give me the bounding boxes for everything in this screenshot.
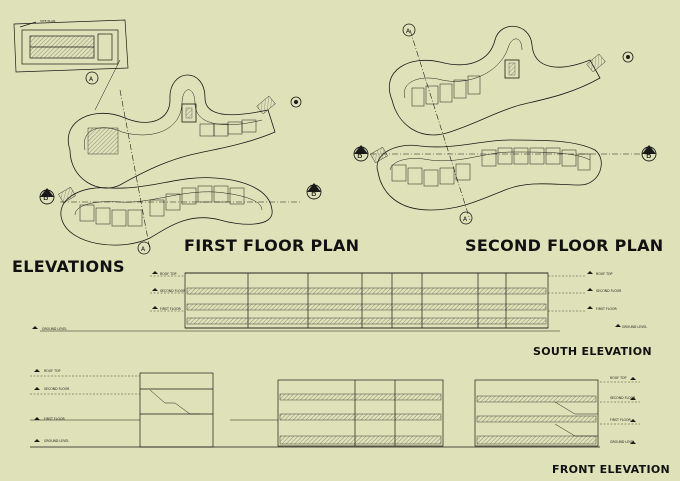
level-roof-top: ROOF TOP — [160, 272, 177, 276]
marker-label: B' — [357, 151, 365, 160]
first-floor-plan-title: FIRST FLOOR PLAN — [184, 236, 360, 255]
marker-label: B — [311, 189, 317, 198]
level-roof-top-front-right: ROOF TOP — [610, 376, 627, 380]
level-second-floor-front: SECOND FLOOR — [44, 387, 70, 391]
marker-label: A — [141, 246, 146, 253]
marker-label: A — [89, 76, 94, 83]
level-ground-right: GROUND LEVEL — [622, 325, 647, 329]
section-marker-a-first-bottom: A — [137, 241, 151, 255]
south-elevation-title: SOUTH ELEVATION — [533, 345, 652, 358]
site-plan-label: SITE PLAN — [40, 19, 55, 23]
second-floor-plan — [370, 25, 650, 221]
level-ground-front-right: GROUND LEVEL — [610, 440, 635, 444]
second-floor-plan-title: SECOND FLOOR PLAN — [465, 236, 664, 255]
section-marker-a-second: A — [402, 23, 416, 37]
front-elevation — [30, 372, 640, 448]
level-roof-top-right: ROOF TOP — [596, 272, 613, 276]
north-arrow-icon — [622, 51, 634, 63]
level-roof-top-front: ROOF TOP — [44, 369, 61, 373]
level-ground: GROUND LEVEL — [42, 327, 67, 331]
level-first-floor-front-right: FIRST FLOOR — [610, 418, 631, 422]
level-first-floor-front: FIRST FLOOR — [44, 417, 65, 421]
section-marker-b-second: B — [641, 145, 657, 162]
site-plan-inset: SITE PLAN — [13, 19, 129, 73]
first-floor-plan — [58, 59, 300, 251]
section-marker-b-prime-first: B' — [39, 188, 55, 205]
section-marker-b-prime-second: B' — [353, 145, 369, 162]
section-marker-a-second-bottom: A — [459, 211, 473, 225]
front-elevation-level-markers: ROOF TOP SECOND FLOOR FIRST FLOOR GROUND… — [34, 369, 636, 444]
marker-label: B' — [43, 193, 51, 202]
south-elevation-level-markers: ROOF TOP SECOND FLOOR FIRST FLOOR GROUND… — [32, 271, 647, 331]
section-marker-a-first: A — [85, 71, 99, 85]
level-first-floor: FIRST FLOOR — [160, 307, 181, 311]
south-elevation — [40, 272, 585, 332]
section-marker-b-first: B — [306, 183, 322, 200]
marker-label: A — [406, 28, 411, 35]
marker-label: B — [646, 151, 652, 160]
level-ground-front: GROUND LEVEL — [44, 439, 69, 443]
level-second-floor: SECOND FLOOR — [160, 289, 186, 293]
level-second-floor-right: SECOND FLOOR — [596, 289, 622, 293]
marker-label: A — [463, 216, 468, 223]
elevations-title: ELEVATIONS — [12, 257, 125, 276]
level-second-floor-front-right: SECOND FLOOR — [610, 396, 636, 400]
front-elevation-title: FRONT ELEVATION — [552, 463, 670, 476]
north-arrow-icon — [290, 96, 302, 108]
level-first-floor-right: FIRST FLOOR — [596, 307, 617, 311]
